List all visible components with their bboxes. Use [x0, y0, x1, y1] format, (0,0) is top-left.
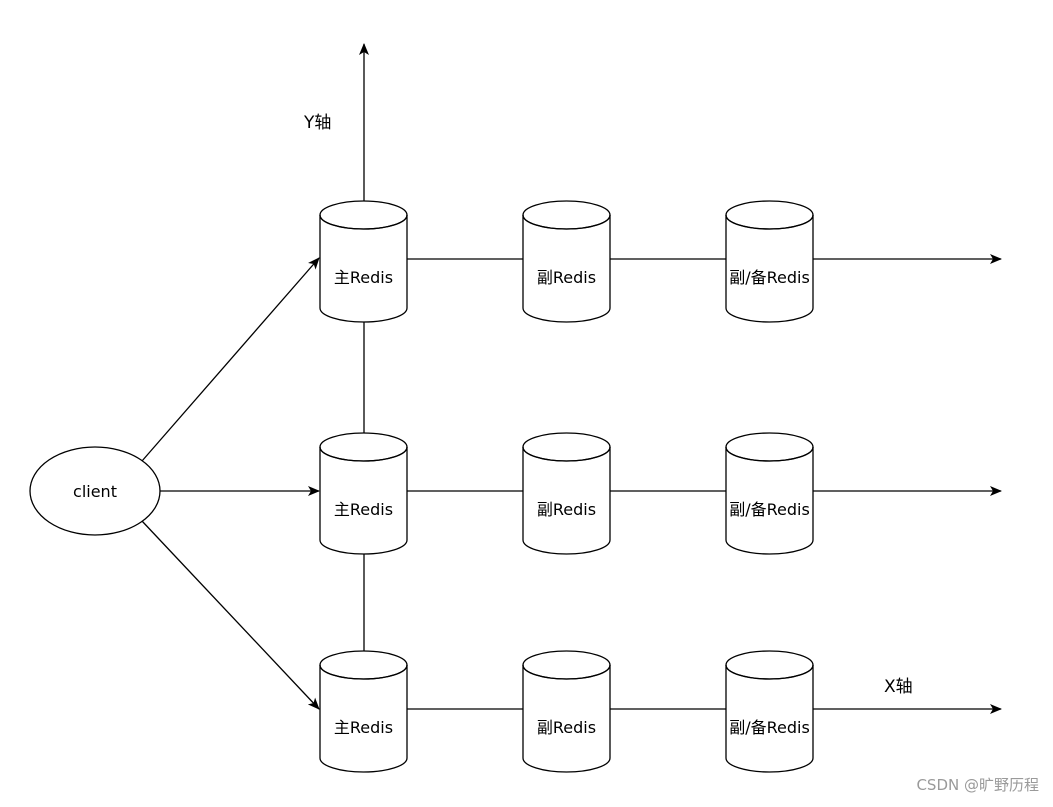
client-label: client	[73, 482, 117, 501]
client-node: client	[29, 446, 161, 536]
client-arrow-top	[141, 257, 320, 462]
x-axis-label: X轴	[884, 677, 913, 697]
row1-master-label: 主Redis	[334, 268, 393, 287]
client-arrow-bottom	[141, 520, 320, 710]
row2-replica-redis: 副Redis	[522, 432, 611, 555]
watermark-text: CSDN @旷野历程	[916, 776, 1039, 794]
row1-replica-redis: 副Redis	[522, 200, 611, 323]
row1-backup-label: 副/备Redis	[729, 268, 810, 287]
y-axis-label: Y轴	[303, 113, 331, 133]
row3-master-redis: 主Redis	[319, 650, 408, 773]
row2-backup-redis: 副/备Redis	[725, 432, 814, 555]
row1-backup-redis: 副/备Redis	[725, 200, 814, 323]
row1-master-redis: 主Redis	[319, 200, 408, 323]
row3-replica-label: 副Redis	[537, 718, 596, 737]
row3-replica-redis: 副Redis	[522, 650, 611, 773]
row2-master-redis: 主Redis	[319, 432, 408, 555]
row3-master-label: 主Redis	[334, 718, 393, 737]
row2-backup-label: 副/备Redis	[729, 500, 810, 519]
row1-replica-label: 副Redis	[537, 268, 596, 287]
row2-master-label: 主Redis	[334, 500, 393, 519]
row3-backup-label: 副/备Redis	[729, 718, 810, 737]
row2-replica-label: 副Redis	[537, 500, 596, 519]
row3-backup-redis: 副/备Redis	[725, 650, 814, 773]
